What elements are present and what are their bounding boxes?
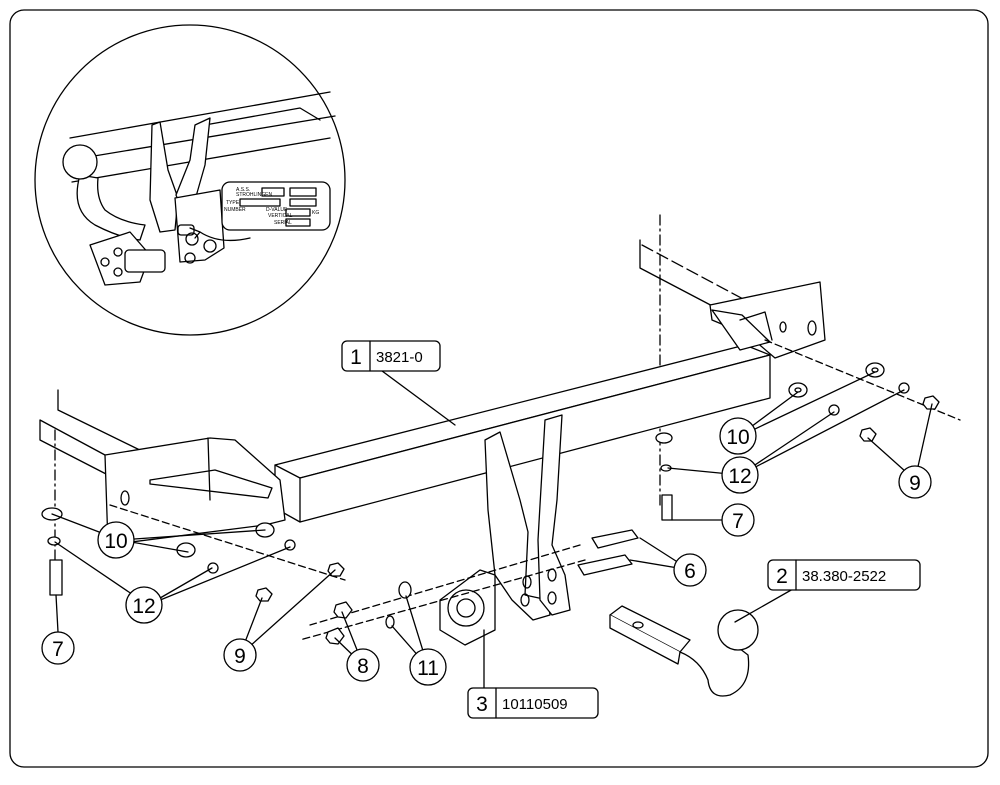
socket-plate xyxy=(439,569,496,646)
callout-12-left: 12 xyxy=(132,595,155,618)
part-3-code: 10110509 xyxy=(502,696,568,713)
callout-11: 11 xyxy=(417,657,439,680)
diagram-frame xyxy=(9,9,989,768)
callout-6: 6 xyxy=(684,560,696,583)
callout-9-left: 9 xyxy=(234,645,246,668)
callout-12-right: 12 xyxy=(728,465,751,488)
identification-plate-text: A.S.S. STROHLINGEN TYPE NUMBER D-VALUE V… xyxy=(224,187,319,226)
svg-text:KG: KG xyxy=(312,210,319,216)
callout-circles xyxy=(41,417,932,686)
svg-text:TYPE: TYPE xyxy=(226,200,240,206)
crossbeam xyxy=(104,281,826,546)
part-1-code: 3821-0 xyxy=(376,349,423,366)
svg-text:STROHLINGEN: STROHLINGEN xyxy=(236,192,273,198)
callout-10-left: 10 xyxy=(104,530,127,553)
part-label-boxes xyxy=(341,340,921,719)
center-brackets xyxy=(484,414,571,621)
part-2-code: 38.380-2522 xyxy=(802,568,886,585)
part-3-number: 3 xyxy=(476,693,488,716)
svg-text:VERTICAL: VERTICAL xyxy=(268,213,293,219)
part-1-number: 1 xyxy=(350,346,362,369)
svg-text:D-VALUE: D-VALUE xyxy=(266,207,288,213)
callout-8: 8 xyxy=(357,655,369,678)
callout-9-right: 9 xyxy=(909,472,921,495)
svg-text:SERIAL: SERIAL xyxy=(274,220,292,226)
tow-ball-assembly xyxy=(609,605,759,697)
detail-circle xyxy=(34,24,346,336)
svg-text:A.S.S.: A.S.S. xyxy=(236,187,250,193)
svg-text:NUMBER: NUMBER xyxy=(224,207,246,213)
callout-7-right: 7 xyxy=(732,510,744,533)
callout-7-left: 7 xyxy=(52,638,64,661)
part-2-number: 2 xyxy=(776,565,788,588)
callout-10-right: 10 xyxy=(726,426,749,449)
